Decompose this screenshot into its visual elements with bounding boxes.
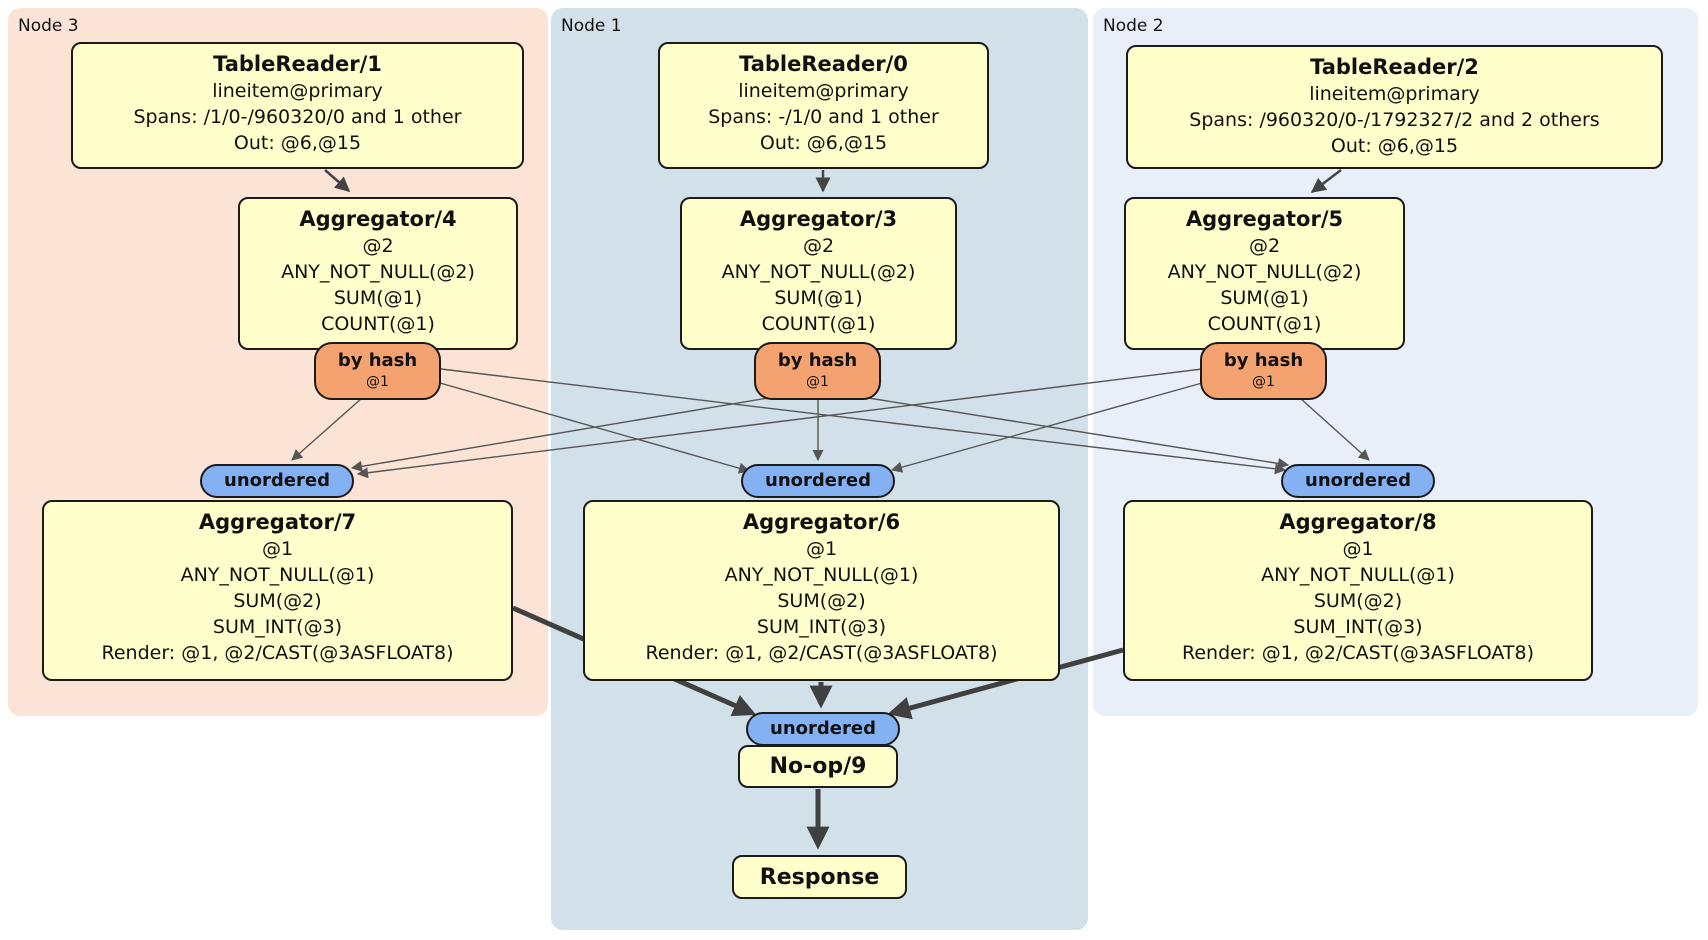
processor-agg-line: COUNT(@1) [321,313,435,335]
processor-render-line: Render: @1, @2/CAST(@3ASFLOAT8) [645,642,998,664]
processor-agg-line: SUM_INT(@3) [756,616,887,638]
stream-unordered-final: unordered [746,712,900,746]
processor-agg-line: ANY_NOT_NULL(@2) [721,261,916,283]
processor-group-line: @2 [1248,235,1281,257]
processor-title: TableReader/1 [213,52,382,76]
processor-agg-line: ANY_NOT_NULL(@2) [281,261,475,283]
router-by-hash-agg5: by hash @1 [1200,342,1327,400]
response-title: Response [759,864,880,890]
processor-tablereader-0: TableReader/0 lineitem@primary Spans: -/… [658,42,989,169]
processor-title: Aggregator/7 [198,510,357,534]
processor-title: Aggregator/3 [739,207,898,231]
processor-agg-line: SUM_INT(@3) [212,616,343,638]
processor-group-line: @1 [805,538,838,560]
router-detail: @1 [1252,374,1275,390]
processor-agg-line: SUM(@1) [774,287,863,309]
router-detail: @1 [366,374,389,390]
processor-aggregator-7: Aggregator/7 @1 ANY_NOT_NULL(@1) SUM(@2)… [42,500,513,681]
processor-noop-9: No-op/9 [738,745,898,788]
processor-title: Aggregator/5 [1185,207,1344,231]
processor-agg-line: SUM(@2) [233,590,322,612]
router-label: by hash [777,350,858,371]
processor-agg-line: COUNT(@1) [761,313,876,335]
stream-unordered-agg8: unordered [1281,464,1435,498]
region-node1-label: Node 1 [561,16,622,36]
processor-agg-line: SUM(@1) [333,287,423,309]
processor-agg-line: SUM(@2) [1313,590,1403,612]
processor-title: Aggregator/6 [742,510,901,534]
processor-title: Aggregator/4 [299,207,457,231]
processor-agg-line: ANY_NOT_NULL(@1) [724,564,919,586]
processor-group-line: @1 [261,538,294,560]
processor-group-line: @2 [362,235,394,257]
stream-unordered-agg6: unordered [741,464,895,498]
router-label: by hash [1223,350,1304,371]
processor-aggregator-5: Aggregator/5 @2 ANY_NOT_NULL(@2) SUM(@1)… [1124,197,1405,350]
processor-aggregator-6: Aggregator/6 @1 ANY_NOT_NULL(@1) SUM(@2)… [583,500,1060,681]
region-node3-label: Node 3 [18,16,79,36]
processor-group-line: @2 [802,235,835,257]
processor-aggregator-4: Aggregator/4 @2 ANY_NOT_NULL(@2) SUM(@1)… [238,197,518,350]
router-detail: @1 [806,374,829,390]
processor-agg-line: COUNT(@1) [1207,313,1322,335]
router-by-hash-agg4: by hash @1 [314,342,441,400]
processor-render-line: Render: @1, @2/CAST(@3ASFLOAT8) [101,642,454,664]
processor-agg-line: SUM(@2) [777,590,866,612]
processor-spans-line: Spans: /960320/0-/1792327/2 and 2 others [1189,109,1600,131]
router-by-hash-agg3: by hash @1 [754,342,881,400]
processor-title: Aggregator/8 [1279,510,1437,534]
processor-title: TableReader/2 [1310,55,1479,79]
processor-tablereader-1: TableReader/1 lineitem@primary Spans: /1… [71,42,524,169]
processor-agg-line: ANY_NOT_NULL(@1) [1261,564,1455,586]
processor-out-line: Out: @6,@15 [759,132,888,154]
processor-title: No-op/9 [769,754,867,779]
processor-index-line: lineitem@primary [738,80,909,102]
stream-unordered-agg7: unordered [200,464,354,498]
processor-render-line: Render: @1, @2/CAST(@3ASFLOAT8) [1182,642,1534,664]
processor-out-line: Out: @6,@15 [1330,135,1459,157]
processor-aggregator-3: Aggregator/3 @2 ANY_NOT_NULL(@2) SUM(@1)… [680,197,957,350]
processor-agg-line: ANY_NOT_NULL(@1) [180,564,375,586]
router-label: by hash [337,350,418,371]
processor-index-line: lineitem@primary [212,80,383,102]
processor-agg-line: ANY_NOT_NULL(@2) [1167,261,1362,283]
processor-agg-line: SUM(@1) [1220,287,1309,309]
processor-aggregator-8: Aggregator/8 @1 ANY_NOT_NULL(@1) SUM(@2)… [1123,500,1593,681]
response-box: Response [732,855,907,899]
processor-spans-line: Spans: /1/0-/960320/0 and 1 other [133,106,462,128]
processor-title: TableReader/0 [739,52,908,76]
processor-spans-line: Spans: -/1/0 and 1 other [708,106,939,128]
processor-out-line: Out: @6,@15 [233,132,362,154]
region-node2-label: Node 2 [1103,16,1164,36]
processor-group-line: @1 [1342,538,1374,560]
processor-agg-line: SUM_INT(@3) [1293,616,1423,638]
processor-index-line: lineitem@primary [1309,83,1480,105]
processor-tablereader-2: TableReader/2 lineitem@primary Spans: /9… [1126,45,1663,169]
